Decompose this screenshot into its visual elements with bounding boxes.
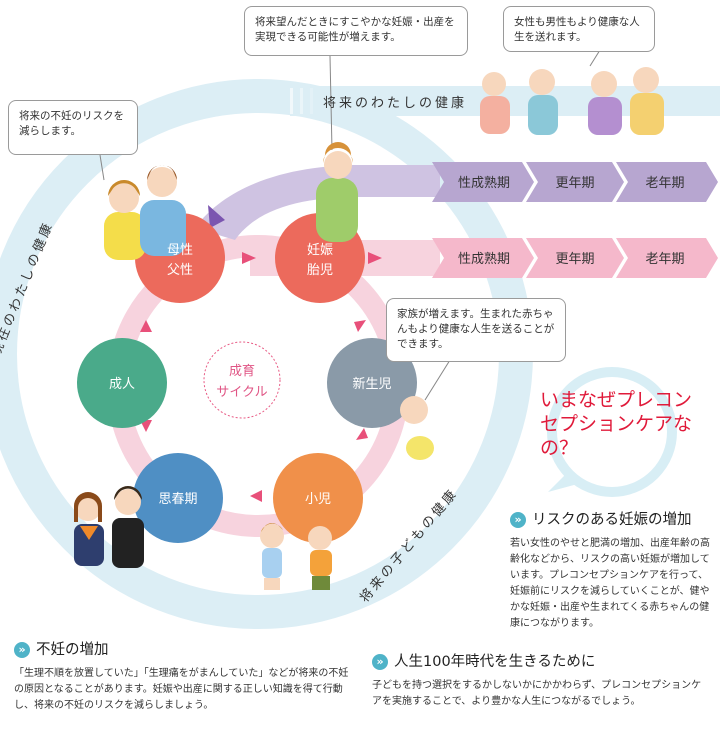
section-century-body: 子どもを持つ選択をするかしないかにかかわらず、プレコンセプションケアを実施するこ… [372,680,702,707]
upper-band-label-2: 更年期 [555,176,594,191]
node-child [273,453,363,543]
lower-band-label-1: 性成熟期 [458,251,510,267]
section-century-heading: » 人生100年時代を生きるために [372,654,710,670]
upper-band [432,162,718,202]
why-title: いまなぜプレコンセプションケアなの？ [540,389,693,459]
section-infertility-body: 「生理不順を放置していた」「生理痛をがまんしていた」などが将来の不妊の原因となる… [14,668,349,711]
people-illustrations [74,67,664,590]
node-child-label: 小児 [305,492,331,507]
node-adolescent [133,453,223,543]
center-circle [203,341,281,419]
future-me-label: 将来のわたしの健康 [323,95,467,111]
chevron-right-icon: » [510,512,526,528]
chevron-right-icon: » [372,654,388,670]
students-figures [74,486,144,568]
pregnant-figure [316,142,358,242]
section-risk-title: リスクのある妊娠の増加 [532,512,692,528]
bubble-healthier-life: 女性も男性もより健康な人生を送れます。 [503,6,655,52]
section-risk: » リスクのある妊娠の増加 若い女性のやせと肥満の増加、出産年齢の高齢化などから、… [510,512,710,632]
children-figures [260,523,332,590]
lower-band-label-3: 老年期 [645,252,684,267]
section-infertility-heading: » 不妊の増加 [14,642,354,658]
lower-band-label-2: 更年期 [555,252,594,267]
node-parents-line1: 母性 [167,243,193,258]
bubble-infertility-risk: 将来の不妊のリスクを減らします。 [8,100,138,155]
bubble-connectors [99,49,601,401]
elder-family-figures [480,67,664,135]
upper-band-label-3: 老年期 [645,176,684,191]
bubble-pregnancy-chance: 将来望んだときにすこやかな妊娠・出産を実現できる可能性が増えます。 [244,6,468,56]
node-pregnancy-line2: 胎児 [307,263,333,278]
bubble-family: 家族が増えます。生まれた赤ちゃんもより健康な人生を送ることができます。 [386,298,566,362]
section-century-title: 人生100年時代を生きるために [394,654,596,670]
node-pregnancy-line1: 妊娠 [307,243,333,258]
chevron-right-icon: » [14,642,30,658]
purple-arch-arrow [208,205,225,228]
section-risk-body: 若い女性のやせと肥満の増加、出産年齢の高齢化などから、リスクの高い妊娠が増加して… [510,538,710,629]
lower-band [432,238,718,278]
couple-figure [104,165,186,260]
why-bubble-shape [547,367,677,497]
purple-arch [195,165,440,240]
center-label-line2: サイクル [216,385,267,400]
center-label-line1: 成育 [229,363,255,379]
node-adult [77,338,167,428]
node-newborn-label: 新生児 [352,376,391,392]
section-century: » 人生100年時代を生きるために 子どもを持つ選択をするかしないかにかかわらず、… [372,654,710,710]
section-infertility-title: 不妊の増加 [36,642,109,658]
upper-band-label-1: 性成熟期 [458,175,510,191]
cycle-arrows [140,252,382,502]
node-parents-line2: 父性 [167,263,193,278]
node-adult-label: 成人 [109,377,135,392]
baby-figure [400,396,434,460]
section-infertility: » 不妊の増加 「生理不順を放置していた」「生理痛をがまんしていた」などが将来の不… [14,642,354,714]
section-risk-heading: » リスクのある妊娠の増加 [510,512,710,528]
node-adolescent-label: 思春期 [158,492,197,507]
